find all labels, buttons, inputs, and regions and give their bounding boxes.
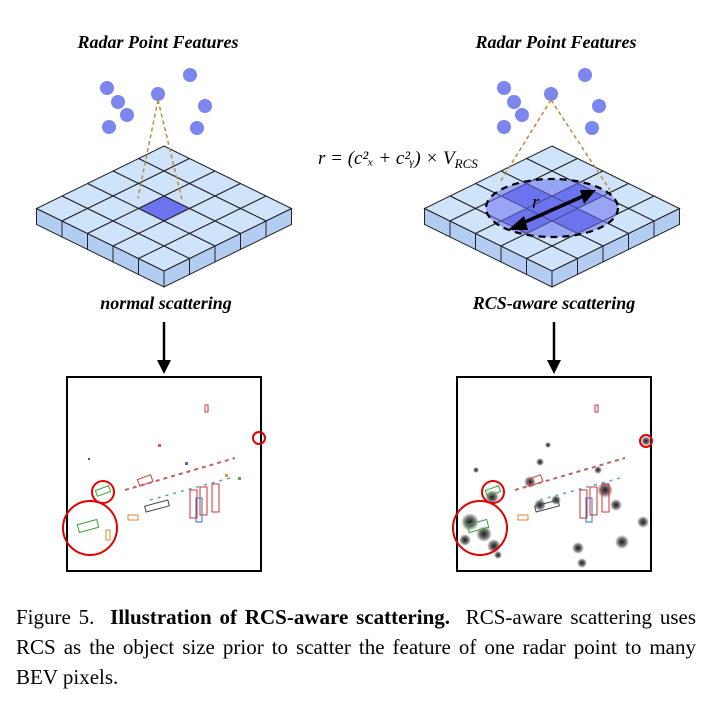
radius-arrow [508,190,596,230]
grid-cell [525,245,579,272]
diagram: Radar Point Features normal scattering [35,32,681,572]
radius-label: r [532,192,540,213]
radar-point-selected [151,87,165,101]
formula-text: r = (c²ₓ + c²ᵧ) × V [318,148,457,169]
right-projection-lines [499,99,611,191]
caption-title: Illustration of RCS-aware scattering. [110,605,451,629]
left-radar-features-label: Radar Point Features [76,32,238,52]
radar-point [100,81,114,95]
right-panel: Radar Point Features r r = (c²ₓ + c²ᵧ) [318,32,681,572]
left-bev-image [62,376,266,572]
svg-text:r = (c²ₓ + c²ᵧ) × VRCS: r = (c²ₓ + c²ᵧ) × VRCS [318,148,478,171]
right-highlight-circles [452,434,653,556]
radar-point [190,121,204,135]
radar-point [507,95,521,109]
radar-point [578,68,592,82]
formula-subscript: RCS [454,156,479,171]
right-scattering-label: RCS-aware scattering [472,293,636,313]
right-bev-image [452,376,653,572]
rcs-formula: r = (c²ₓ + c²ᵧ) × VRCS [318,148,478,171]
right-small-marks [514,457,626,501]
figure-caption: Figure 5. Illustration of RCS-aware scat… [16,602,696,692]
radar-point [198,99,212,113]
grid-cell [137,245,191,272]
left-down-arrow [157,322,171,374]
radar-point [592,99,606,113]
radar-point [111,95,125,109]
radar-point [497,120,511,134]
right-radar-points [497,68,606,135]
left-highlight-circles [62,431,266,556]
left-panel: Radar Point Features normal scattering [35,32,293,572]
left-scattering-label: normal scattering [100,293,232,313]
right-down-arrow [547,322,561,374]
left-radar-points [100,68,212,135]
left-small-marks [88,444,241,501]
radar-point [102,120,116,134]
right-radar-features-label: Radar Point Features [474,32,636,52]
left-bev-grid [35,145,293,288]
caption-body: RCS-aware scattering uses RCS as the obj… [16,605,697,689]
radar-point [515,108,529,122]
radar-point [585,121,599,135]
radar-point [120,108,134,122]
caption-prefix: Figure 5. [16,605,95,629]
scatter-region [484,177,620,239]
left-projection-lines [137,99,183,201]
radar-point-selected [544,87,558,101]
feature-blobs [459,436,651,568]
radar-point [497,81,511,95]
radar-point [183,68,197,82]
